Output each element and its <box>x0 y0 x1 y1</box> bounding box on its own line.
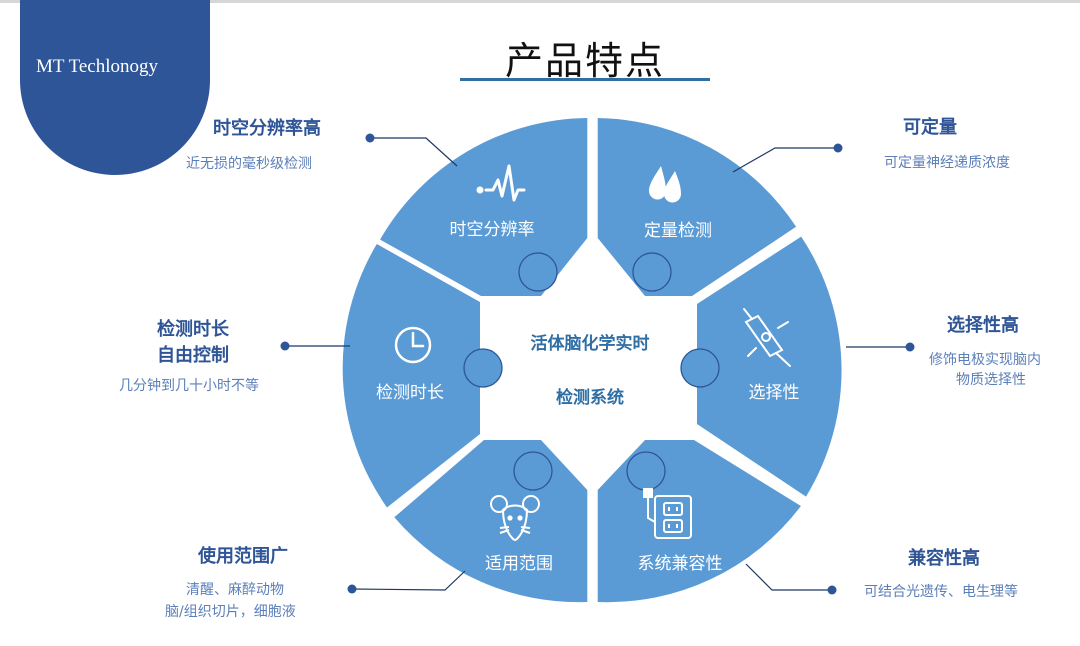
callout-line-scope <box>351 570 466 591</box>
brand-label: MT Techlonogy <box>36 56 158 77</box>
connector-quant <box>632 252 672 292</box>
segment-label-quant: 定量检测 <box>644 221 712 241</box>
waveform-icon <box>476 164 526 202</box>
feature-title-scope: 使用范围广 <box>198 546 288 567</box>
connector-compatible <box>626 451 666 491</box>
brand-badge <box>20 0 210 175</box>
center-title-line2: 检测系统 <box>556 387 624 408</box>
segment-duration[interactable] <box>342 244 480 508</box>
mouse-icon <box>490 495 540 542</box>
feature-desc-selective-2: 物质选择性 <box>956 372 1026 388</box>
callout-dots <box>280 133 915 595</box>
connector-scope <box>513 451 553 491</box>
feature-title-selective: 选择性高 <box>947 315 1019 336</box>
connector-selective <box>680 348 720 388</box>
callout-lines <box>285 137 910 591</box>
clock-icon <box>394 326 432 364</box>
title-underline <box>460 78 710 81</box>
feature-desc-temporal: 近无损的毫秒级检测 <box>186 156 312 172</box>
feature-title-compatible: 兼容性高 <box>908 548 980 569</box>
segment-label-scope: 适用范围 <box>485 554 553 574</box>
electrode-icon <box>743 308 791 367</box>
feature-desc-scope-2: 脑/组织切片，细胞液 <box>165 604 296 620</box>
segment-label-compatible: 系统兼容性 <box>638 554 723 574</box>
callout-line-compatible <box>745 563 832 591</box>
feature-title-duration-1: 检测时长 <box>157 319 229 340</box>
segment-temporal[interactable] <box>380 118 588 296</box>
droplets-icon <box>649 166 681 203</box>
feature-desc-duration: 几分钟到几十小时不等 <box>119 378 259 394</box>
feature-title-duration-2: 自由控制 <box>157 345 229 366</box>
feature-title-temporal: 时空分辨率高 <box>213 118 321 139</box>
segment-label-selective: 选择性 <box>749 383 800 403</box>
power-outlet-icon <box>643 488 692 539</box>
callout-line-quant <box>732 147 838 173</box>
feature-desc-compatible: 可结合光遗传、电生理等 <box>864 584 1018 600</box>
callout-line-temporal <box>370 137 458 167</box>
top-border <box>0 0 1080 3</box>
connector-dots <box>463 252 720 491</box>
segment-label-duration: 检测时长 <box>376 383 444 403</box>
connector-duration <box>463 348 503 388</box>
connector-temporal <box>518 252 558 292</box>
page-title: 产品特点 <box>504 39 665 83</box>
feature-desc-quant: 可定量神经递质浓度 <box>884 155 1010 171</box>
segment-label-temporal: 时空分辨率 <box>450 220 535 240</box>
segment-selective[interactable] <box>697 236 842 497</box>
feature-desc-selective-1: 修饰电极实现脑内 <box>929 352 1041 368</box>
center-title-line1: 活体脑化学实时 <box>531 333 650 354</box>
feature-desc-scope-1: 清醒、麻醉动物 <box>186 582 284 598</box>
feature-title-quant: 可定量 <box>903 117 957 138</box>
segment-quant[interactable] <box>597 118 797 296</box>
